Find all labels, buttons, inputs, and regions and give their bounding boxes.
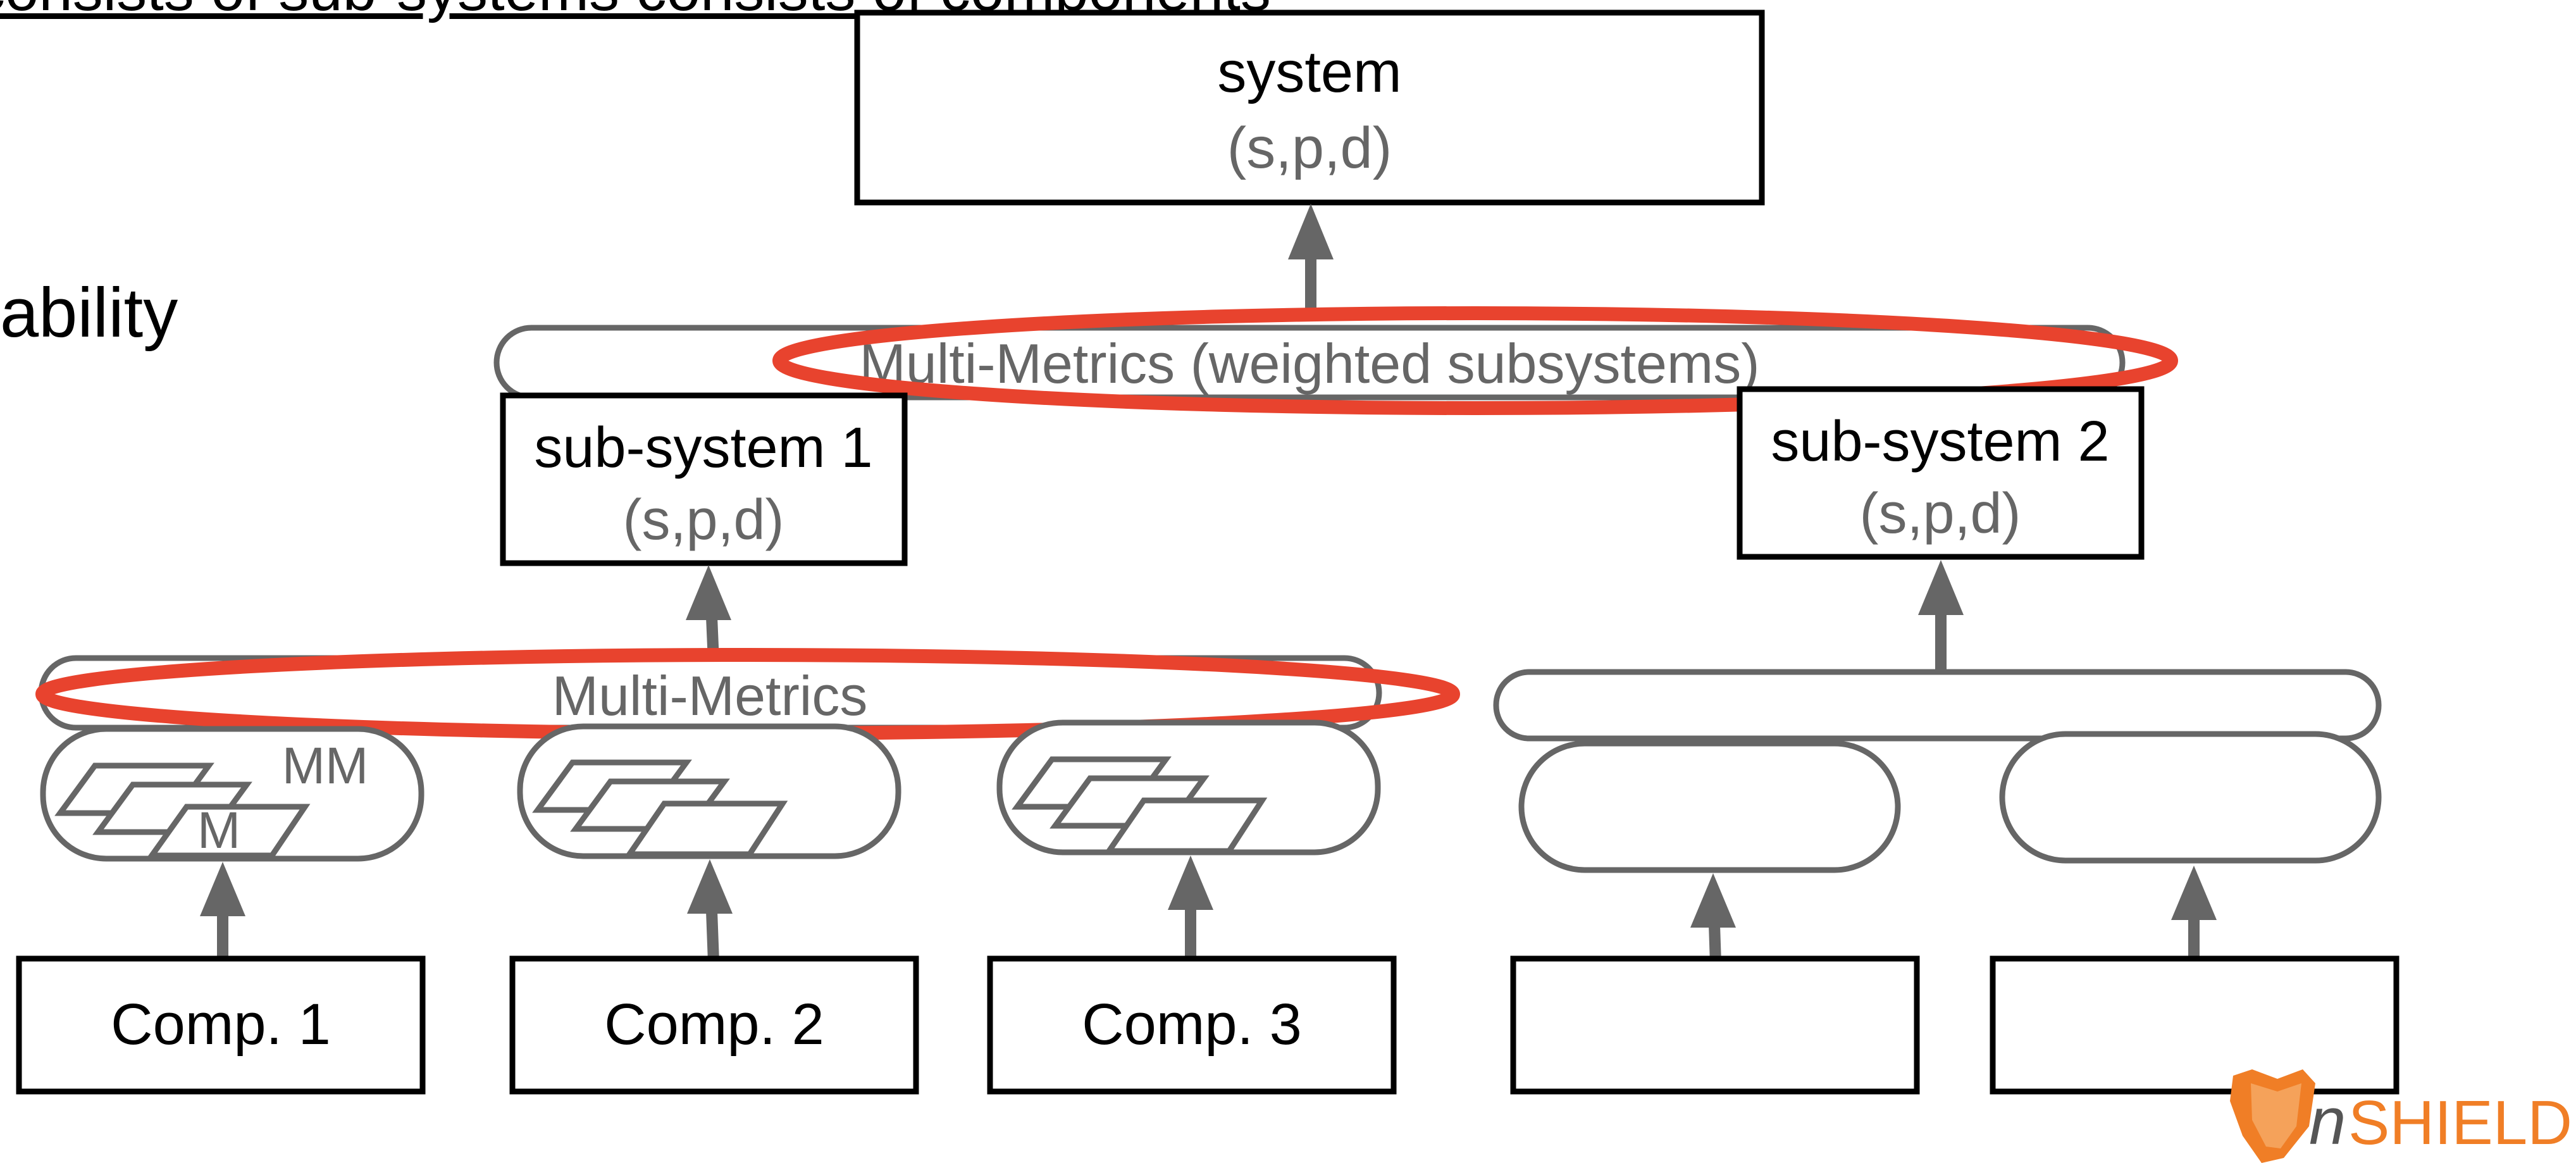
component-label-1: Comp. 1 [111, 992, 331, 1057]
arrow-comp3-to-metrics [1168, 855, 1213, 962]
right-aggregator-ellipse [1493, 669, 2382, 742]
metric-group-1: MM M [40, 726, 424, 862]
slide-text-ability: ability [0, 274, 178, 352]
metric-group-m-label: M [197, 802, 240, 859]
subsystem2-params: (s,p,d) [1859, 482, 2021, 545]
metric-group-3 [996, 719, 1381, 855]
component-box-1: Comp. 1 [16, 955, 426, 1095]
arrow-rightaggregator-to-subsystem2 [1918, 560, 1964, 672]
component-box-4 [1510, 955, 1920, 1095]
arrow-comp1-to-metrics [200, 862, 245, 962]
logo-prefix: n [2309, 1085, 2346, 1159]
system-title: system [1217, 40, 1401, 104]
subsystem2-box: sub-system 2 (s,p,d) [1737, 386, 2145, 560]
component-label-2: Comp. 2 [604, 992, 824, 1057]
metric-group-mm-label: MM [282, 737, 369, 795]
component-box-2: Comp. 2 [509, 955, 919, 1095]
arrow-comp4-to-metrics [1690, 873, 1736, 964]
subsystem2-title: sub-system 2 [1771, 410, 2109, 473]
subsystem1-title: sub-system 1 [534, 416, 872, 480]
metric-group-5 [1999, 731, 2382, 864]
logo-name: SHIELD [2348, 1088, 2572, 1157]
arrow-comp5-to-metrics [2171, 866, 2217, 962]
top-aggregator-label: Multi-Metrics (weighted subsystems) [860, 332, 1760, 395]
subsystem1-box: sub-system 1 (s,p,d) [500, 392, 908, 566]
mid-aggregator-label: Multi-Metrics [552, 664, 868, 727]
arrow-comp2-to-metrics [687, 859, 733, 962]
component-label-3: Comp. 3 [1082, 992, 1302, 1057]
top-aggregator-highlight [772, 306, 2178, 415]
subsystem1-params: (s,p,d) [622, 488, 784, 552]
metric-group-4 [1518, 740, 1901, 873]
component-box-5 [1990, 955, 2400, 1095]
arrow-midaggregator-to-subsystem1 [686, 565, 731, 662]
nshield-logo: n SHIELD [2230, 1069, 2572, 1163]
system-params: (s,p,d) [1227, 116, 1392, 180]
metric-group-2 [517, 723, 901, 859]
top-aggregator-ellipse [493, 325, 2126, 401]
component-box-3: Comp. 3 [987, 955, 1397, 1095]
system-box: system (s,p,d) [854, 9, 1765, 206]
arrow-aggregator-to-system [1288, 204, 1334, 320]
